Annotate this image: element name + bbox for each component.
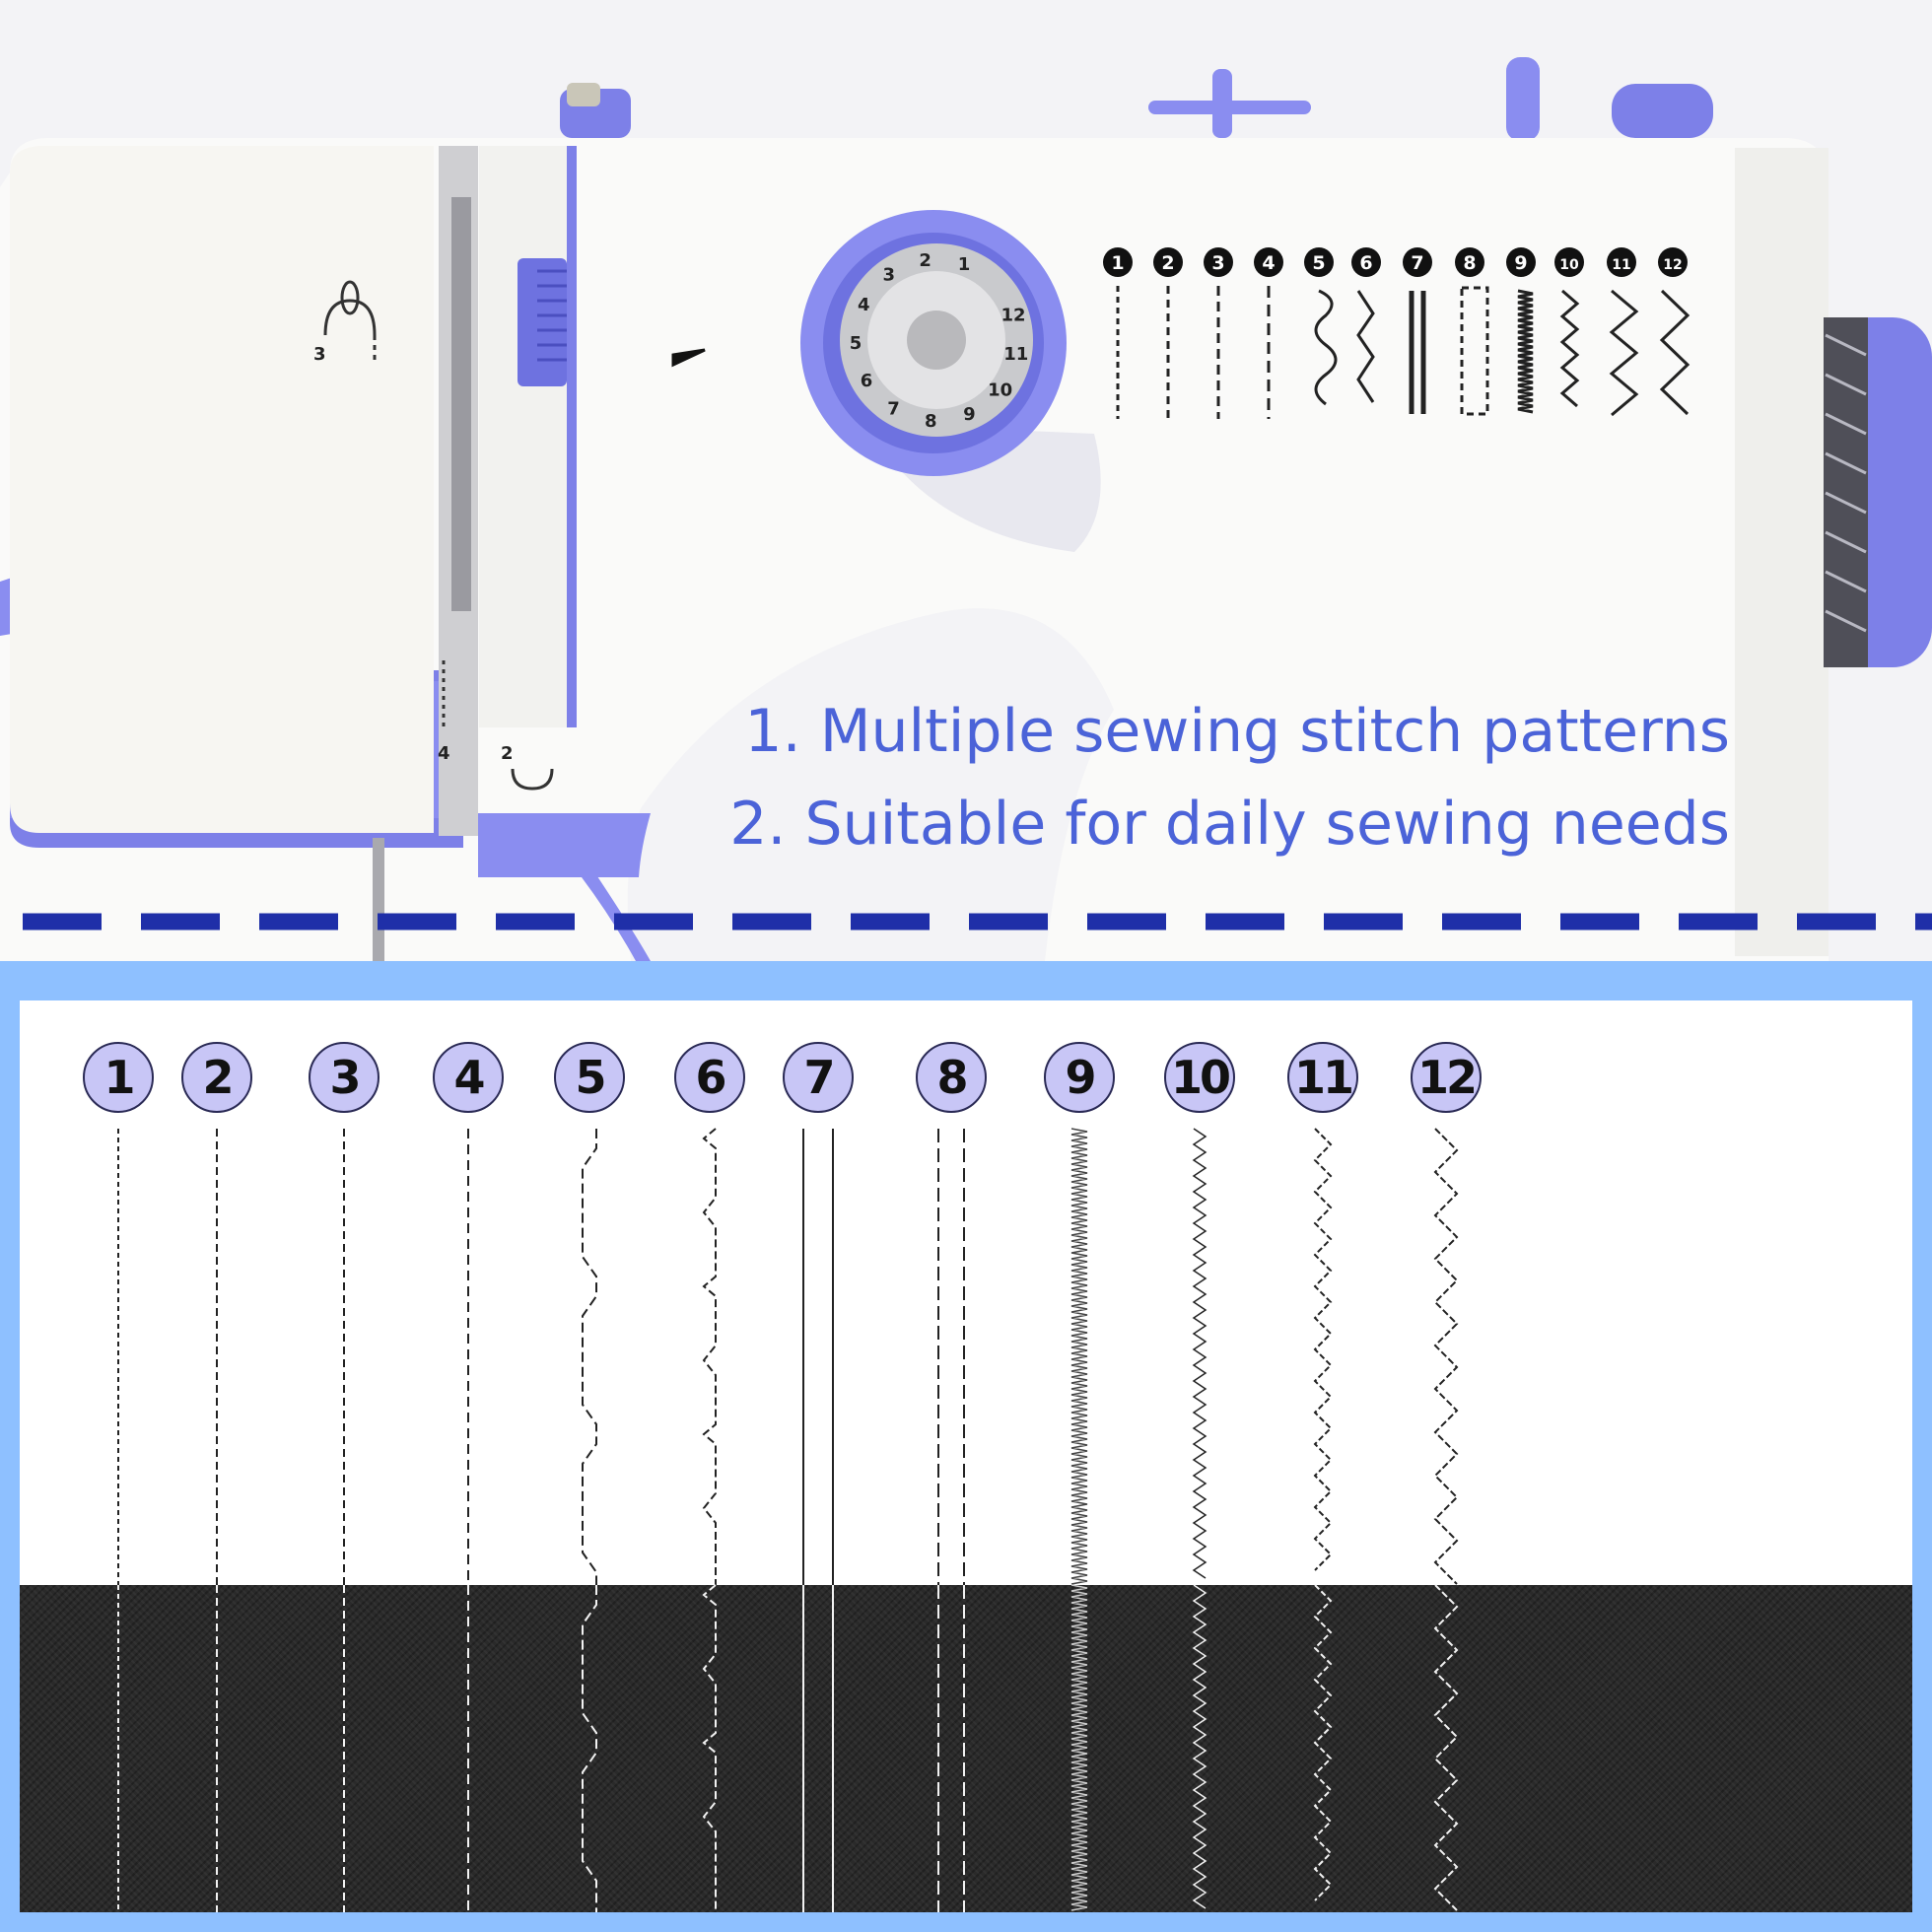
thread-label-3: 3 <box>313 344 326 365</box>
stitch-line-10 <box>1192 1584 1208 1909</box>
dial-number: 2 <box>919 250 932 271</box>
feature-line-2: 2. Suitable for daily sewing needs <box>729 790 1730 859</box>
stitch-number-badge: 5 <box>554 1042 625 1113</box>
handwheel[interactable] <box>1824 317 1932 667</box>
stitch-line-12 <box>1433 1584 1459 1911</box>
fabric-swatch <box>20 1585 1912 1912</box>
panel-number-badge <box>1403 247 1432 277</box>
panel-number-badge <box>1658 247 1688 277</box>
thread-guide-icons <box>323 280 706 791</box>
stitch-number-badge: 3 <box>309 1042 380 1113</box>
panel-number: 8 <box>1463 252 1476 274</box>
stitch-number-badge: 10 <box>1164 1042 1235 1113</box>
stitch-lines <box>117 1128 1459 1912</box>
panel-number-badge <box>1506 247 1536 277</box>
panel-number: 3 <box>1211 252 1224 274</box>
panel-number-badge <box>1554 247 1584 277</box>
stitch-number-badge: 9 <box>1044 1042 1115 1113</box>
stitch-number-badge: 2 <box>181 1042 252 1113</box>
dial-number: 3 <box>883 265 896 286</box>
panel-number-badge <box>1254 247 1283 277</box>
dial-number: 7 <box>887 399 900 420</box>
dashed-divider <box>23 913 1932 931</box>
stitch-line-10 <box>1192 1128 1208 1579</box>
dial-number: 11 <box>1003 344 1028 365</box>
stitch-line-6 <box>702 1128 717 1585</box>
panel-number: 9 <box>1514 252 1527 274</box>
dial-number: 8 <box>925 411 937 432</box>
panel-number: 10 <box>1559 257 1579 273</box>
panel-number-badge <box>1607 247 1636 277</box>
panel-number-badge <box>1103 247 1133 277</box>
dial-number: 9 <box>963 404 976 425</box>
dial-number: 5 <box>850 333 862 354</box>
stitch-line-12 <box>1433 1128 1459 1585</box>
panel-number-badge <box>1153 247 1183 277</box>
panel-number-badge <box>1304 247 1334 277</box>
panel-number: 4 <box>1262 252 1275 274</box>
stitch-number-badge: 4 <box>433 1042 504 1113</box>
panel-number: 1 <box>1111 252 1124 274</box>
stitch-number-badge: 12 <box>1411 1042 1482 1113</box>
panel-number-badge <box>1351 247 1381 277</box>
stitch-line-5 <box>582 1129 597 1585</box>
stitch-line-11 <box>1313 1128 1333 1571</box>
stitch-line-9 <box>1070 1128 1088 1585</box>
stitch-line-9 <box>1070 1584 1088 1911</box>
panel-number: 6 <box>1359 252 1372 274</box>
panel-number: 7 <box>1411 252 1423 274</box>
stitch-number-badge: 1 <box>83 1042 154 1113</box>
stitch-line-11 <box>1313 1584 1333 1901</box>
dial-number: 4 <box>858 295 870 315</box>
stitch-number-badge: 11 <box>1287 1042 1358 1113</box>
thread-label-2: 2 <box>501 743 514 764</box>
thread-label-4: 4 <box>438 743 450 764</box>
panel-number: 5 <box>1312 252 1325 274</box>
dial-number: 6 <box>861 371 873 391</box>
panel-number: 11 <box>1612 257 1630 273</box>
stitch-number-badge: 7 <box>783 1042 854 1113</box>
stitch-number-badge: 8 <box>916 1042 987 1113</box>
panel-number: 12 <box>1663 257 1682 273</box>
panel-number: 2 <box>1161 252 1174 274</box>
feature-line-1: 1. Multiple sewing stitch patterns <box>744 697 1730 766</box>
dial-number: 12 <box>1000 306 1025 326</box>
top-spool-pins <box>560 57 1713 141</box>
panel-number-badge <box>1455 247 1484 277</box>
stitch-number-badge: 6 <box>674 1042 745 1113</box>
dial-number: 10 <box>988 380 1012 401</box>
panel-number-badge <box>1204 247 1233 277</box>
stitch-line-5 <box>582 1585 597 1912</box>
stitch-line-6 <box>702 1584 717 1912</box>
dial-number: 1 <box>958 254 971 275</box>
